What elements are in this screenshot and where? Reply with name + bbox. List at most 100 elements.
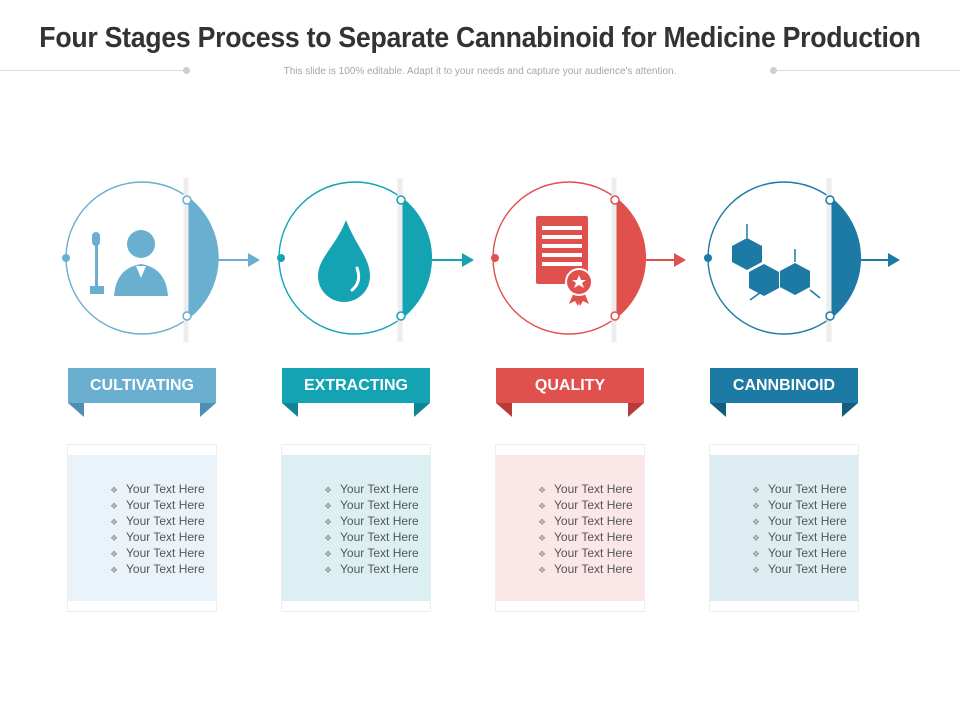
bullet-icon: ❖ [538, 565, 547, 575]
stage-2-text-panel: ❖ Your Text Here ❖ Your Text Here ❖ Your Te… [282, 455, 430, 601]
stage-1-text-box: ❖ Your Text Here ❖ Your Text Here ❖ Your Te… [67, 444, 217, 612]
list-item: ❖ Your Text Here [282, 561, 430, 577]
stage-4-circle [704, 178, 900, 342]
list-item: ❖ Your Text Here [710, 497, 858, 513]
list-item: ❖Your Text Here [496, 497, 644, 513]
molecule-icon [732, 224, 821, 301]
bullet-icon: ❖ [752, 485, 761, 495]
bullet-icon: ❖ [538, 517, 547, 527]
stage-4-text-box: ❖ Your Text Here ❖ Your Text Here ❖ Your Te… [709, 444, 859, 612]
stage-3-banner: QUALITY [496, 368, 644, 403]
title-divider-left [0, 70, 186, 71]
list-item: ❖ Your Text Here [710, 481, 858, 497]
item-text: Your Text Here [340, 546, 419, 560]
bullet-icon: ❖ [538, 485, 547, 495]
banner-2-fold [282, 403, 298, 417]
bullet-icon: ❖ [110, 501, 119, 511]
stage-1-banner: CULTIVATING [68, 368, 216, 403]
page-subtitle: This slide is 100% editable. Adapt it to… [283, 66, 677, 77]
item-text: Your Text Here [554, 562, 633, 576]
list-item: ❖ Your Text Here [282, 481, 430, 497]
item-text: Your Text Here [554, 546, 633, 560]
bullet-icon: ❖ [324, 485, 333, 495]
stage-4-text-panel: ❖ Your Text Here ❖ Your Text Here ❖ Your Te… [710, 455, 858, 601]
item-text: Your Text Here [768, 562, 847, 576]
water-drop-icon [318, 220, 370, 302]
item-text: Your Text Here [340, 530, 419, 544]
stage-2-text-box: ❖ Your Text Here ❖ Your Text Here ❖ Your Te… [281, 444, 431, 612]
bullet-icon: ❖ [324, 549, 333, 559]
banner-3-fold [496, 403, 512, 417]
bullet-icon: ❖ [752, 565, 761, 575]
bullet-icon: ❖ [752, 517, 761, 527]
list-item: ❖Your Text Here [68, 545, 216, 561]
stage-1-item-list: ❖ Your Text Here ❖ Your Text Here ❖ Your Te… [68, 481, 216, 577]
item-text: Your Text Here [340, 498, 419, 512]
stage-3-text-panel: ❖ Your Text Here ❖ Your Text Here ❖ Your Te… [496, 455, 644, 601]
stage-2-banner: EXTRACTING [282, 368, 430, 403]
bullet-icon: ❖ [110, 485, 119, 495]
list-item: ❖ Your Text Here [282, 545, 430, 561]
list-item: ❖ Your Text Here [496, 513, 644, 529]
bullet-icon: ❖ [324, 565, 333, 575]
item-text: Your Text Here [554, 530, 633, 544]
bullet-icon: ❖ [752, 501, 761, 511]
page-title: Four Stages Process to Separate Cannabin… [39, 22, 921, 54]
banner-4-fold [710, 403, 726, 417]
item-text: Your Text Here [768, 546, 847, 560]
bullet-icon: ❖ [110, 549, 119, 559]
list-item: ❖ Your Text Here [282, 497, 430, 513]
list-item: ❖ Your Text Here [710, 561, 858, 577]
banner-2-fold-right [414, 403, 430, 417]
item-text: Your Text Here [768, 482, 847, 496]
item-text: Your Text Here [126, 562, 205, 576]
item-text: Your Text Here [340, 482, 419, 496]
item-text: Your Text Here [126, 530, 205, 544]
stage-3-text-box: ❖ Your Text Here ❖ Your Text Here ❖ Your Te… [495, 444, 645, 612]
list-item: ❖ Your Text Here [710, 545, 858, 561]
stage-4-banner: CANNBINOID [710, 368, 858, 403]
item-text: Your Text Here [340, 514, 419, 528]
list-item: ❖Your Text Here [68, 497, 216, 513]
list-item: ❖ Your Text Here [496, 529, 644, 545]
bullet-icon: ❖ [752, 549, 761, 559]
item-text: Your Text Here [768, 514, 847, 528]
item-text: Your Text Here [340, 562, 419, 576]
bullet-icon: ❖ [324, 533, 333, 543]
bullet-icon: ❖ [538, 549, 547, 559]
farmer-person-icon [90, 230, 168, 296]
item-text: Your Text Here [554, 498, 633, 512]
list-item: ❖ Your Text Here [282, 529, 430, 545]
bullet-icon: ❖ [110, 565, 119, 575]
stage-3-item-list: ❖ Your Text Here ❖ Your Text Here ❖ Your Te… [496, 481, 644, 577]
stage-2-circle [277, 178, 474, 342]
list-item: ❖ Your Text Here [68, 529, 216, 545]
item-text: Your Text Here [126, 482, 205, 496]
stage-3-circle [491, 178, 686, 342]
title-divider-right [774, 70, 960, 71]
certificate-icon [536, 216, 593, 306]
banner-3-fold-right [628, 403, 644, 417]
bullet-icon: ❖ [324, 501, 333, 511]
list-item: ❖ Your Text Here [496, 481, 644, 497]
bullet-icon: ❖ [324, 517, 333, 527]
list-item: ❖ Your Text Here [68, 513, 216, 529]
banner-1-fold [68, 403, 84, 417]
stage-4-item-list: ❖ Your Text Here ❖ Your Text Here ❖ Your Te… [710, 481, 858, 577]
divider-dot-left [183, 67, 190, 74]
item-text: Your Text Here [768, 530, 847, 544]
stage-1-text-panel: ❖ Your Text Here ❖ Your Text Here ❖ Your Te… [68, 455, 216, 601]
item-text: Your Text Here [126, 514, 205, 528]
list-item: ❖ Your Text Here [68, 481, 216, 497]
bullet-icon: ❖ [538, 533, 547, 543]
divider-dot-right [770, 67, 777, 74]
stage-1-circle [62, 178, 260, 342]
list-item: ❖ Your Text Here [496, 561, 644, 577]
item-text: Your Text Here [554, 482, 633, 496]
item-text: Your Text Here [768, 498, 847, 512]
bullet-icon: ❖ [110, 517, 119, 527]
item-text: Your Text Here [554, 514, 633, 528]
bullet-icon: ❖ [110, 533, 119, 543]
stage-2-item-list: ❖ Your Text Here ❖ Your Text Here ❖ Your Te… [282, 481, 430, 577]
